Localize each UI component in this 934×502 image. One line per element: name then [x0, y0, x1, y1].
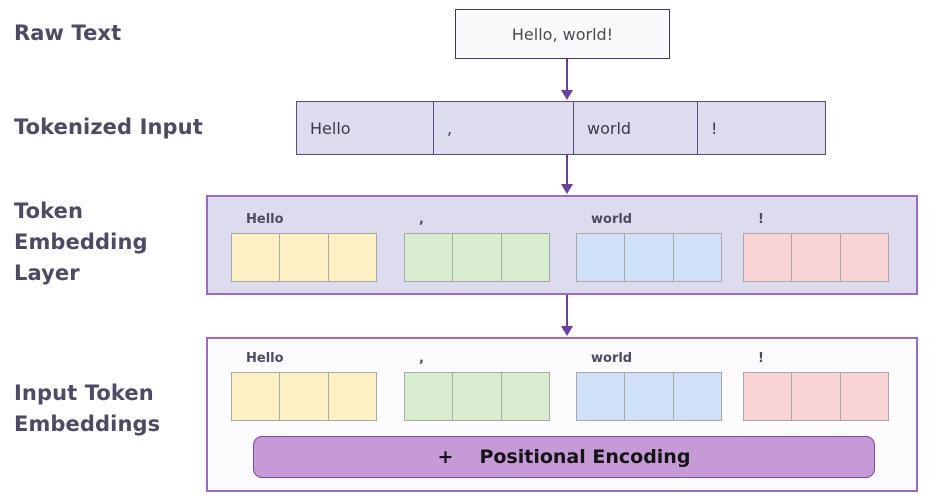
arrow-down-tokenized-to-embedding [561, 155, 574, 195]
tokenized-cell: , [434, 102, 574, 154]
positional-encoding-bar: + Positional Encoding [253, 436, 875, 478]
embedding-vector [743, 372, 889, 421]
embedding-vector-cell [577, 234, 626, 281]
embedding-vector-cell [673, 234, 721, 281]
embedding-vector [576, 372, 722, 421]
embedding-vector-cell [840, 373, 888, 420]
tokenized-cell-text: Hello [310, 118, 351, 138]
embedding-vector-cell [625, 373, 674, 420]
positional-encoding-label: Positional Encoding [479, 446, 691, 468]
embedding-vector-cell [577, 373, 626, 420]
token-embedding-layer-container: Hello, world! [206, 195, 918, 295]
embedding-group-label: ! [758, 212, 764, 227]
tokenized-cell-text: ! [711, 118, 718, 138]
row-label-raw-text: Raw Text [14, 21, 122, 45]
row-label-token-embedding-layer: Token Embedding Layer [14, 199, 148, 285]
embedding-vector-cell [673, 373, 721, 420]
embedding-group-label: , [419, 212, 424, 227]
raw-text-box: Hello, world! [455, 9, 670, 59]
embedding-vector-cell [328, 373, 376, 420]
arrow-shaft [566, 59, 568, 91]
token-embedding-groups: Hello, world! [208, 212, 916, 284]
embedding-vector-cell [405, 234, 454, 281]
tokenized-cell-text: , [447, 118, 453, 138]
embedding-group-label: Hello [246, 212, 284, 227]
embedding-vector-cell [792, 234, 841, 281]
embedding-vector-cell [280, 234, 329, 281]
embedding-group-label: , [419, 351, 424, 366]
plus-sign: + [437, 446, 454, 468]
embedding-vector-cell [232, 373, 281, 420]
embedding-group-label: world [591, 212, 633, 227]
arrow-down-raw-to-tokenized [561, 59, 574, 101]
embedding-vector [576, 233, 722, 282]
embedding-vector [404, 372, 550, 421]
embedding-group-label: world [591, 351, 633, 366]
tokenized-cell: Hello [297, 102, 434, 154]
embedding-vector-cell [840, 234, 888, 281]
embedding-vector-cell [501, 234, 549, 281]
embedding-vector-cell [501, 373, 549, 420]
tokenized-cell: world [574, 102, 698, 154]
row-label-input-token-embeddings: Input Token Embeddings [14, 381, 161, 436]
embedding-vector-cell [453, 234, 502, 281]
embedding-vector-cell [744, 373, 793, 420]
embedding-vector-cell [328, 234, 376, 281]
embedding-vector [231, 372, 377, 421]
embedding-vector-cell [792, 373, 841, 420]
arrow-shaft [566, 295, 568, 327]
embedding-vector-cell [625, 234, 674, 281]
embedding-vector [404, 233, 550, 282]
embedding-group-label: Hello [246, 351, 284, 366]
embedding-vector-cell [744, 234, 793, 281]
input-embedding-groups: Hello, world! [208, 351, 916, 423]
embedding-vector [231, 233, 377, 282]
arrow-head-icon [561, 326, 573, 336]
embedding-vector-cell [280, 373, 329, 420]
row-label-tokenized-input: Tokenized Input [14, 115, 203, 139]
tokenized-cell: ! [698, 102, 824, 154]
arrow-down-embedding-to-input [561, 295, 574, 337]
embedding-vector-cell [405, 373, 454, 420]
arrow-head-icon [561, 184, 573, 194]
embedding-group-label: ! [758, 351, 764, 366]
raw-text-value: Hello, world! [511, 24, 614, 44]
arrow-head-icon [561, 90, 573, 100]
embedding-vector-cell [453, 373, 502, 420]
tokenized-input-row: Hello, world! [296, 101, 826, 155]
arrow-shaft [566, 155, 568, 185]
input-token-embeddings-container: Hello, world! + Positional Encoding [206, 337, 918, 492]
tokenized-cell-text: world [587, 118, 632, 138]
embedding-vector-cell [232, 234, 281, 281]
embedding-vector [743, 233, 889, 282]
